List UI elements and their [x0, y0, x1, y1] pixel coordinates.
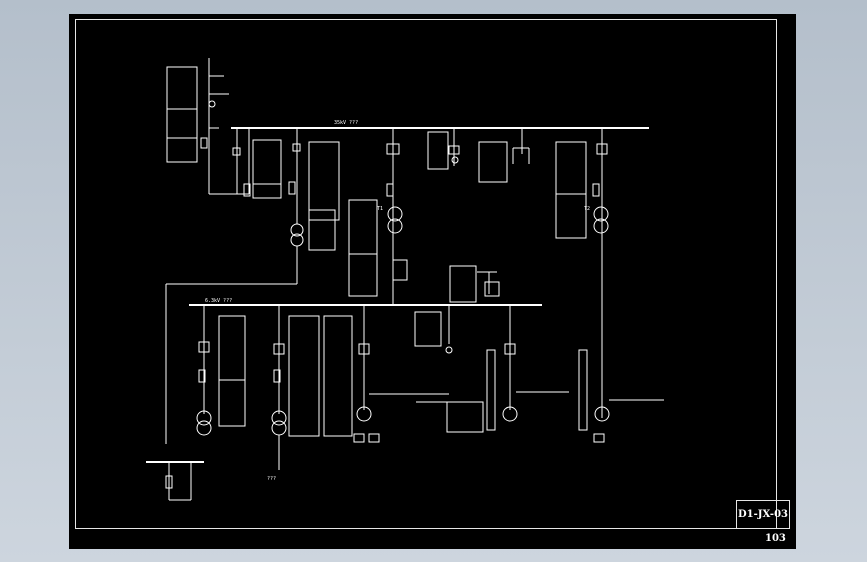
feeder-35kv-pt [427, 128, 460, 170]
bay-6kv-motor-2 [416, 305, 569, 433]
single-line-diagram: 35kV ??? 6.3kV ??? [146, 58, 664, 501]
feeder-bottom-label: ??? [267, 476, 276, 482]
drawing-frame [75, 19, 777, 529]
drawing-code: D1-JX-03 [736, 500, 790, 529]
feeder-35kv-t1: T1 [348, 128, 408, 304]
bay-6kv-motor-1 [353, 305, 449, 443]
feeder-35kv-arrester [478, 128, 530, 183]
bus-6kv-label: 6.3kV ??? [205, 298, 232, 304]
drawing-sheet: D1-JX-03 103 35kV ??? 6.3kV ??? [69, 14, 796, 549]
feeder-35kv-1 [232, 128, 282, 199]
sheet-number: 103 [765, 533, 786, 544]
aux-panel [449, 265, 500, 303]
feeder-35kv-2-to-station-transformer [165, 128, 340, 444]
bay-6kv-2: ??? [267, 305, 353, 482]
incoming-feeder [166, 58, 250, 195]
bus-35kv-label: 35kV ??? [334, 120, 358, 126]
bay-6kv-1 [196, 305, 246, 436]
bay-6kv-pt [414, 305, 453, 354]
station-service-board [146, 461, 204, 501]
t2-label: T2 [584, 206, 590, 212]
bay-6kv-motor-3 [578, 349, 664, 443]
feeder-35kv-t2: T2 [555, 128, 609, 418]
t1-label: T1 [377, 206, 383, 212]
